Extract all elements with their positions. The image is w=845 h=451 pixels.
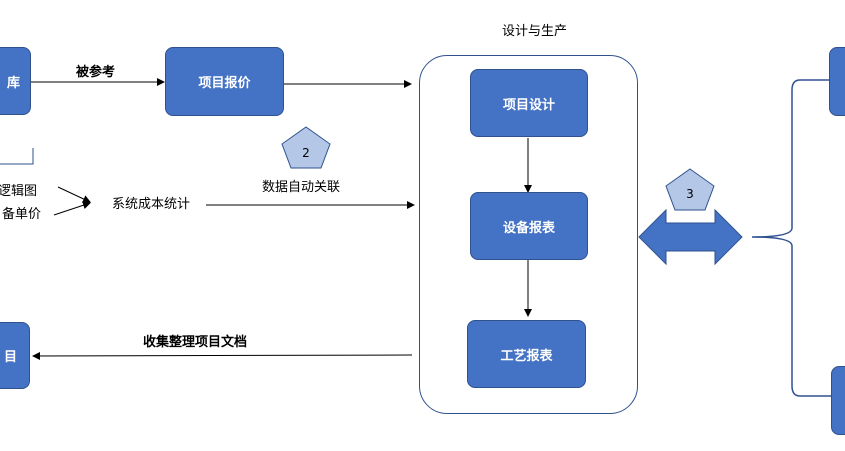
auto-link-label: 数据自动关联 [262,180,341,195]
project-quote-box: 项目报价 [165,47,284,116]
cost-stats-label: 系统成本统计 [112,197,191,212]
referenced-label: 被参考 [76,65,116,80]
auto-link-badge-number: 2 [302,146,310,160]
connector-logic-to-cost [57,186,91,203]
left-bracket [0,148,34,165]
logic-diagram-label: 逻辑图 [0,184,38,199]
left-database-box: 库 [0,47,31,115]
process-report-text: 工艺报表 [500,348,553,364]
exchange-double-arrow [638,208,743,266]
exchange-badge: 3 [665,168,715,211]
equipment-report-box: 设备报表 [470,192,588,260]
project-quote-text: 项目报价 [198,76,251,91]
design-production-group [419,55,638,414]
collect-docs-label: 收集整理项目文档 [143,335,248,350]
left-database-text: 库 [6,75,20,91]
auto-link-badge: 2 [281,126,331,169]
project-design-box: 项目设计 [470,69,588,137]
left-project-box: 目 [0,322,30,389]
connector-price-to-cost [53,201,91,216]
equipment-price-label: 备单价 [2,207,42,222]
right-bottom-box [831,366,845,435]
right-top-box [829,47,845,116]
design-group-title: 设计与生产 [502,24,568,39]
process-report-box: 工艺报表 [467,320,586,388]
right-brace [751,79,832,397]
connector-design-to-docs [32,351,413,360]
equipment-report-text: 设备报表 [502,220,555,236]
exchange-badge-number: 3 [686,187,694,201]
left-project-text: 目 [3,350,17,365]
project-design-text: 项目设计 [502,97,555,113]
